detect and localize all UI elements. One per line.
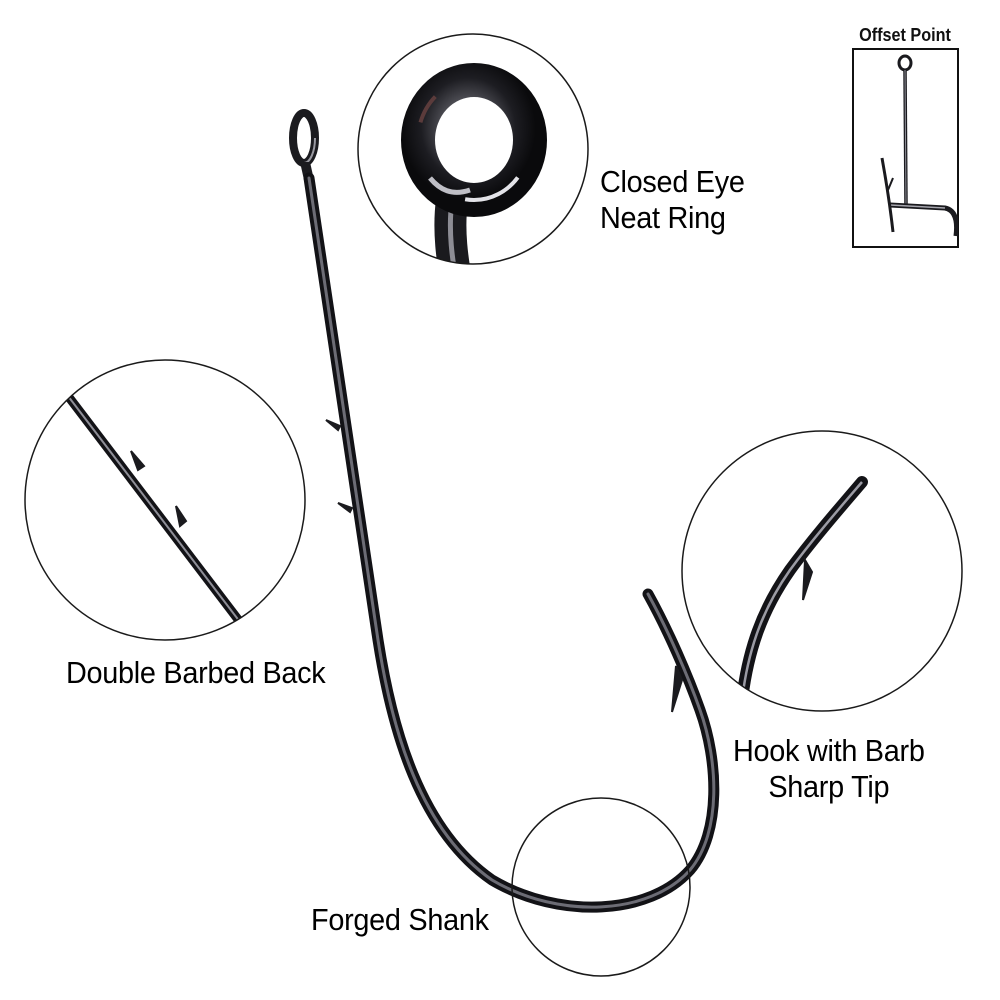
closed-eye-label-line1: Closed Eye xyxy=(600,164,745,199)
forged-shank-ring xyxy=(511,797,691,977)
hook-barb-label-line1: Hook with Barb xyxy=(733,733,925,768)
main-hook-icon xyxy=(289,109,720,913)
hook-barb-label: Hook with Barb Sharp Tip xyxy=(733,733,925,805)
offset-point-side-view xyxy=(852,48,959,248)
hook-barb-label-line2: Sharp Tip xyxy=(768,769,890,804)
double-barbed-label-text: Double Barbed Back xyxy=(66,655,326,690)
closed-eye-label: Closed Eye Neat Ring xyxy=(600,164,745,236)
forged-shank-label: Forged Shank xyxy=(311,902,489,938)
forged-shank-label-text: Forged Shank xyxy=(311,902,489,937)
double-barbed-label: Double Barbed Back xyxy=(66,655,326,691)
double-barb-closeup xyxy=(24,359,306,641)
hook-tip-closeup xyxy=(681,430,963,712)
closed-eye-label-line2: Neat Ring xyxy=(600,200,726,235)
offset-point-title: Offset Point xyxy=(859,25,951,45)
closed-eye-closeup xyxy=(357,33,589,265)
